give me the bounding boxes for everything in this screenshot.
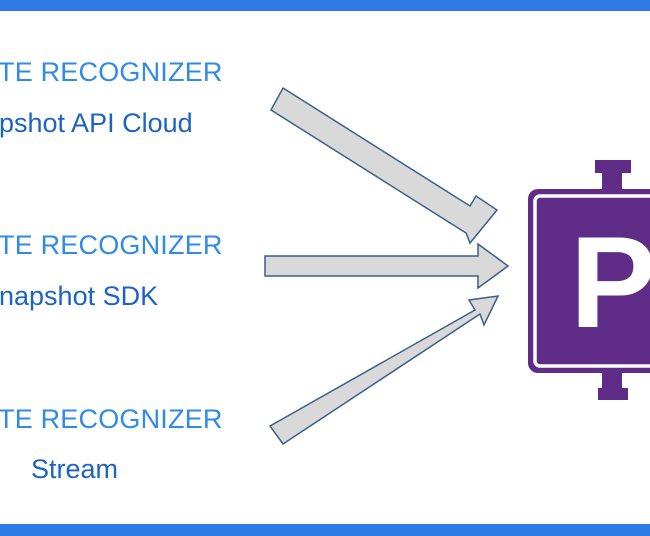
arrow-to-sign-bottom	[268, 295, 500, 446]
source-2-product-label: TE RECOGNIZER	[0, 230, 223, 260]
source-3-variant-label: Stream	[31, 454, 119, 484]
parking-sign-letter: P	[570, 209, 650, 355]
source-1-product-label: TE RECOGNIZER	[0, 57, 223, 87]
bottom-border-bar	[0, 524, 650, 536]
parking-sign-icon: P	[528, 160, 650, 400]
source-3-product-label: TE RECOGNIZER	[0, 404, 223, 434]
top-border-bar	[0, 0, 650, 11]
source-2-variant-label: napshot SDK	[0, 281, 159, 311]
source-1-variant-label: pshot API Cloud	[0, 108, 193, 138]
arrow-to-sign-top	[270, 86, 499, 245]
arrow-to-sign-middle	[264, 242, 510, 290]
